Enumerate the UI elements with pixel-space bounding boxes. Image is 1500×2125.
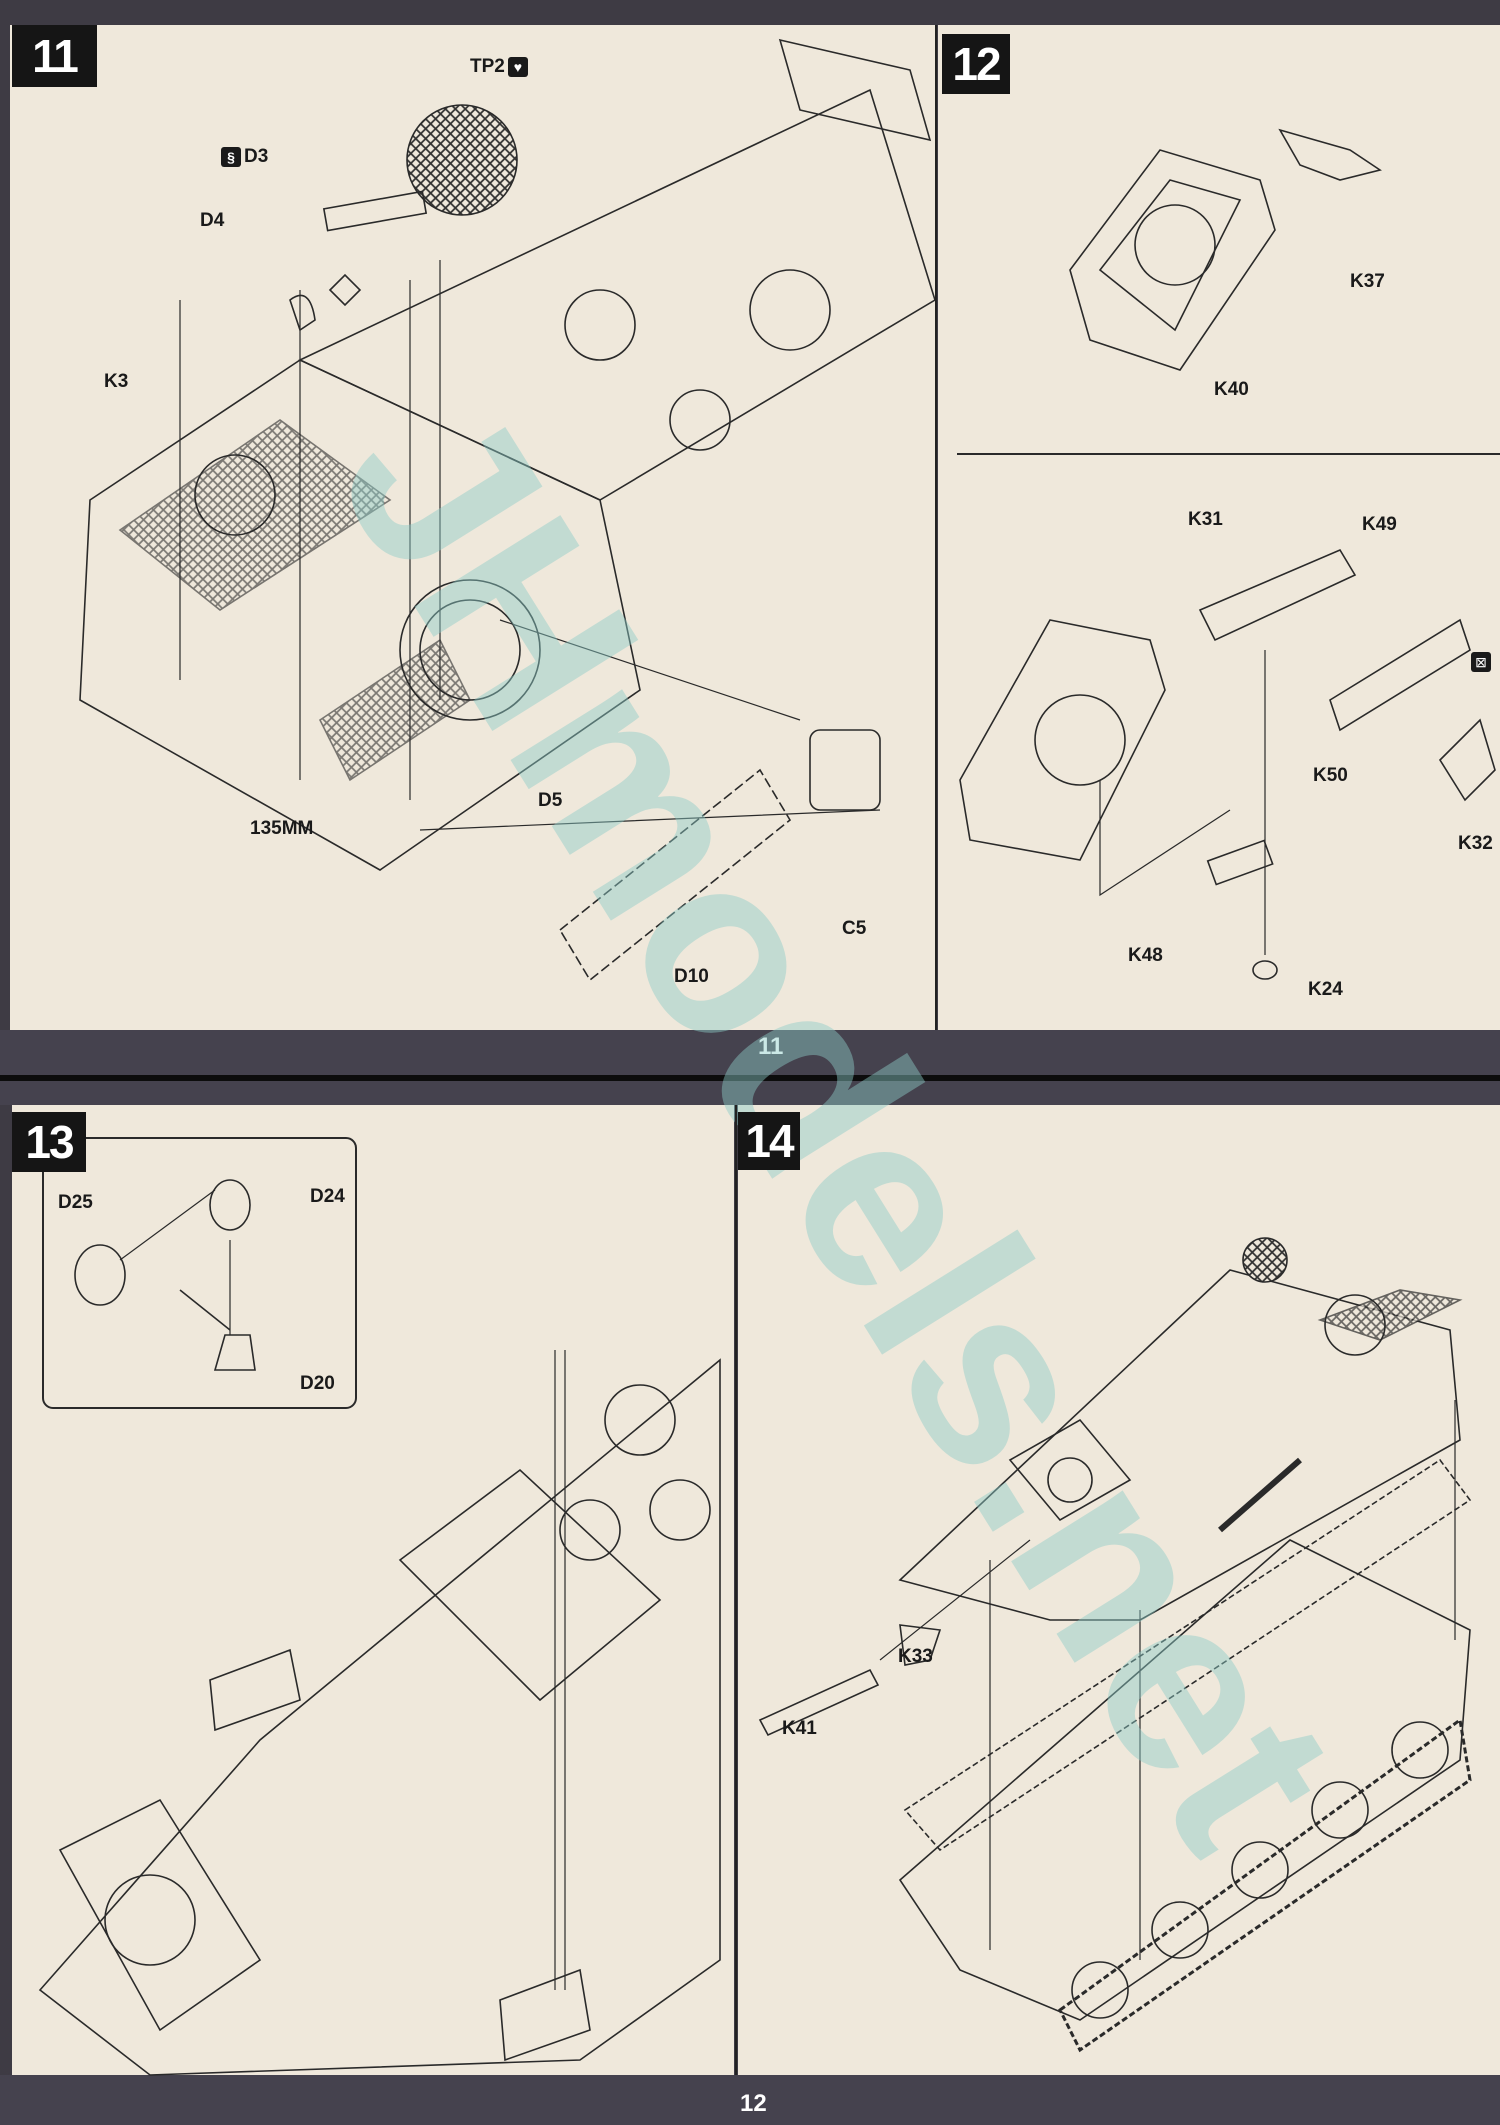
label-k24: K24 (1308, 979, 1343, 1000)
label-tp2: TP2♥ (470, 56, 531, 78)
part-option-icon: § (221, 146, 241, 167)
page-header-band (0, 1081, 1500, 1105)
label-d10: D10 (674, 966, 709, 987)
step-13-drawing (38, 1179, 721, 2076)
step-number-12: 12 (942, 34, 1010, 94)
label-k41: K41 (782, 1718, 817, 1739)
step-12-hatch-drawing (957, 128, 1500, 980)
label-c5: C5 (842, 918, 867, 939)
label-k31: K31 (1188, 509, 1223, 530)
page-footer-band (0, 1030, 1500, 1075)
label-135mm: 135MM (250, 818, 314, 839)
label-d4: D4 (200, 210, 225, 231)
page-number-11: 11 (758, 1033, 784, 1060)
label-k40: K40 (1214, 379, 1249, 400)
label-d3: §D3 (218, 146, 268, 168)
step-11-hull-drawing (79, 38, 936, 982)
label-k49: K49 (1362, 514, 1397, 535)
step-13-panel (12, 1105, 734, 2075)
heart-glue-icon: ♥ (507, 56, 528, 77)
label-k32: K32 (1458, 833, 1493, 854)
cut-remove-icon: ⊠ (1471, 652, 1491, 672)
step-12-panel (938, 25, 1500, 1030)
label-k48: K48 (1128, 945, 1163, 966)
step-14-tank-drawing (758, 1237, 1472, 2053)
step-number-13: 13 (12, 1112, 86, 1172)
label-d25: D25 (58, 1192, 93, 1213)
step-number-11: 11 (12, 25, 97, 87)
label-k50: K50 (1313, 765, 1348, 786)
step-14-panel (738, 1105, 1500, 2075)
label-d20: D20 (300, 1373, 335, 1394)
label-k33: K33 (898, 1646, 933, 1667)
step-13-14-divider (735, 1105, 737, 2075)
step-11-12-divider (935, 25, 937, 1030)
label-d24: D24 (310, 1186, 345, 1207)
label-k3: K3 (104, 371, 129, 392)
page-number-12: 12 (740, 2090, 767, 2117)
page-footer-band-2 (0, 2075, 1500, 2125)
label-k37: K37 (1350, 271, 1385, 292)
step-13-inset-frame (42, 1137, 357, 1409)
tp2-mesh-screen (406, 104, 518, 216)
label-d5: D5 (538, 790, 563, 811)
page-divider (0, 1075, 1500, 1081)
step-number-14: 14 (738, 1112, 800, 1170)
